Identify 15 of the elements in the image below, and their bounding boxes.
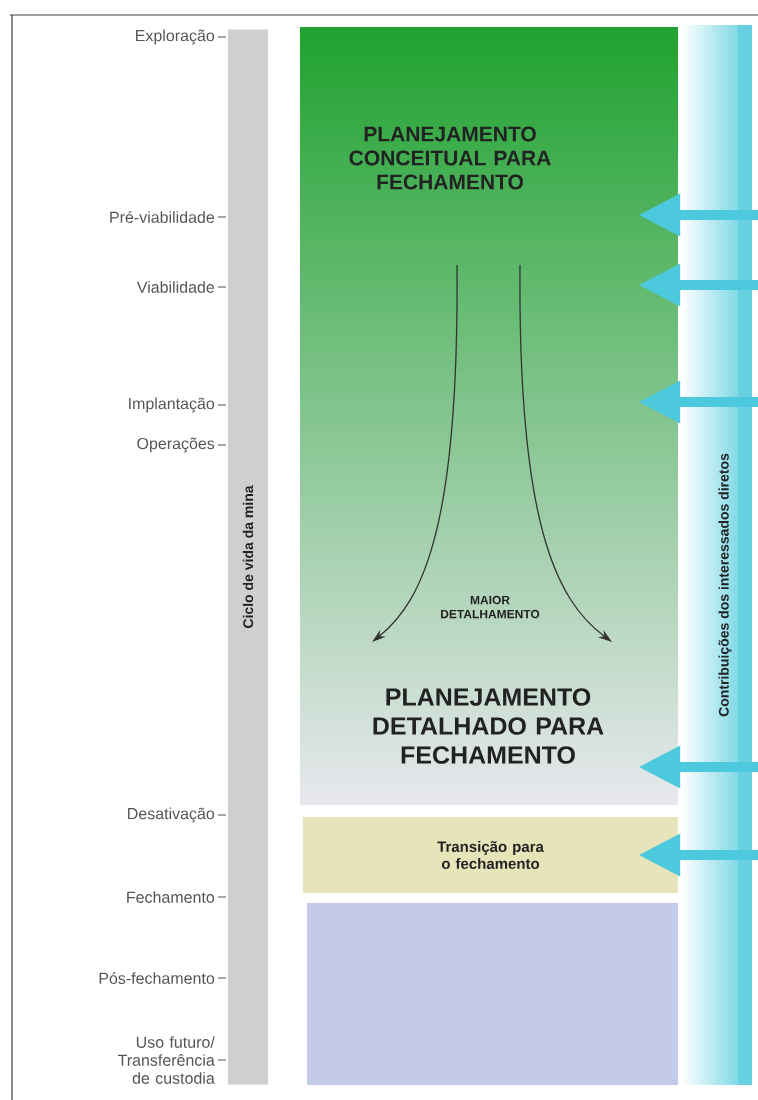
stage-label: Pré-viabilidade [110,211,215,223]
stage-label: Pós-fechamento [99,972,215,984]
stage-label: Operações [137,437,215,453]
detail-label: MAIOR DETALHAMENTO [441,595,540,619]
stage-label: Fechamento [127,891,215,903]
stakeholder-band: Contribuições dos interessados diretos [718,25,752,1085]
stage-label: Desativação [128,807,215,823]
transition-box: Transição para o fechamento [303,817,678,893]
life-cycle-band: Ciclo de vida da mina [228,29,268,1085]
stage-label: Viabilidade [136,281,215,293]
stage-label: Uso futuro/ Transferência de custodia [117,1036,215,1084]
post-closure-box [307,903,678,1085]
stage-label: Implantação [129,397,215,413]
stage-label: Exploração [136,29,215,45]
node-label: Contribuições dos interessados diretos [718,453,732,717]
